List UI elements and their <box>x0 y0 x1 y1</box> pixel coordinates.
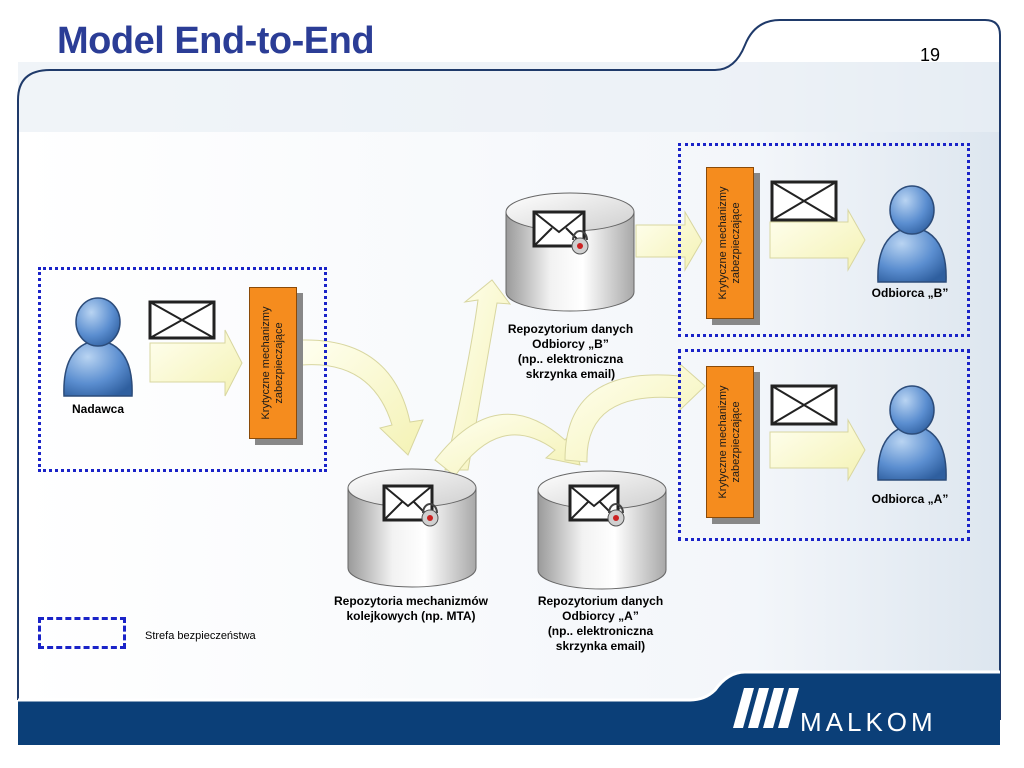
security-mechanisms-recipient-a: Krytyczne mechanizmy zabezpieczające <box>706 366 754 518</box>
envelope-icon <box>148 300 216 340</box>
mechanism-label: Krytyczne mechanizmy zabezpieczające <box>717 186 742 300</box>
malkom-logo-mark <box>733 688 799 728</box>
locked-envelope-icon <box>532 210 589 255</box>
person-icon <box>877 385 947 481</box>
person-icon <box>877 185 947 283</box>
envelope-icon <box>770 384 838 426</box>
legend-security-zone-swatch <box>38 617 126 649</box>
repository-b-label: Repozytorium danych Odbiorcy „B” (np.. e… <box>507 322 634 381</box>
recipient-a-label: Odbiorca „A” <box>871 492 949 506</box>
repository-mta-label: Repozytoria mechanizmów kolejkowych (np.… <box>333 594 489 623</box>
malkom-logo-text: MALKOM <box>800 707 937 737</box>
slide-title: Model End-to-End <box>57 20 375 62</box>
flow-arrows <box>149 208 866 482</box>
repository-a-label: Repozytorium danych Odbiorcy „A” (np.. e… <box>537 594 664 653</box>
recipient-b-label: Odbiorca „B” <box>871 286 949 300</box>
security-zone-sender <box>38 267 327 472</box>
mechanism-label: Krytyczne mechanizmy zabezpieczające <box>260 306 285 420</box>
security-zone-recipient-b <box>678 143 970 337</box>
person-icon <box>63 297 133 397</box>
security-mechanisms-sender: Krytyczne mechanizmy zabezpieczające <box>249 287 297 439</box>
security-mechanisms-recipient-b: Krytyczne mechanizmy zabezpieczające <box>706 167 754 319</box>
legend-security-zone-label: Strefa bezpieczeństwa <box>145 630 256 642</box>
repository-cylinder-mta <box>347 468 477 588</box>
mechanism-label: Krytyczne mechanizmy zabezpieczające <box>717 385 742 499</box>
security-zone-recipient-a <box>678 349 970 541</box>
locked-envelope-icon <box>382 484 439 527</box>
envelope-icon <box>770 180 838 222</box>
locked-envelope-icon <box>568 484 625 527</box>
page-number: 19 <box>920 45 941 65</box>
sender-label: Nadawca <box>71 402 125 416</box>
